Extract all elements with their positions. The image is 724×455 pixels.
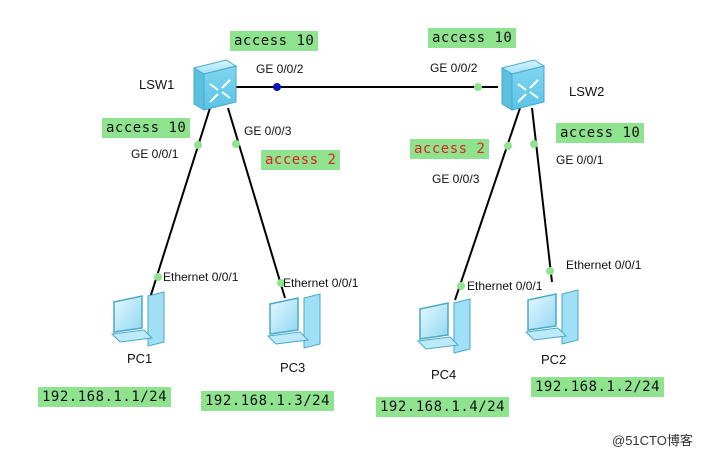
port-dot-lsw1-ge002 [273, 83, 281, 91]
port-label-pc2-eth: Ethernet 0/0/1 [566, 258, 642, 272]
port-label-pc1-eth: Ethernet 0/0/1 [163, 270, 239, 284]
vlan-tag-lsw2-ge001: access 10 [556, 123, 645, 143]
ip-pc3: 192.168.1.3/24 [201, 391, 335, 411]
vlan-tag-trunk-lsw1: access 10 [230, 31, 319, 51]
link-lsw1-pc1[interactable] [149, 107, 211, 299]
vlan-tag-trunk-lsw2: access 10 [428, 28, 517, 48]
port-label-lsw1-ge003: GE 0/0/3 [244, 124, 292, 138]
pc3-icon[interactable] [266, 293, 321, 349]
links [149, 86, 553, 301]
ip-pc4: 192.168.1.4/24 [376, 397, 510, 417]
port-dots [154, 83, 554, 290]
port-dot-pc3-eth [277, 279, 285, 287]
switch-lsw1-icon[interactable] [192, 59, 238, 111]
port-dot-lsw2-ge001 [530, 140, 538, 148]
vlan-tag-lsw1-ge003: access 2 [261, 150, 341, 170]
pc4-icon[interactable] [416, 298, 471, 354]
port-dot-pc2-eth [546, 267, 554, 275]
port-label-lsw2-ge003: GE 0/0/3 [432, 172, 480, 186]
vlan-tag-lsw1-ge001: access 10 [102, 118, 191, 138]
device-label-lsw2: LSW2 [569, 84, 605, 99]
port-label-lsw1-ge001: GE 0/0/1 [131, 147, 179, 161]
port-label-lsw2-ge002: GE 0/0/2 [430, 61, 478, 75]
port-label-lsw2-ge001: GE 0/0/1 [556, 153, 604, 167]
ip-pc2: 192.168.1.2/24 [531, 377, 665, 397]
device-label-pc1: PC1 [127, 351, 153, 366]
watermark: @51CTO博客 [612, 433, 693, 448]
port-dot-lsw1-ge001 [194, 141, 202, 149]
pc1-icon[interactable] [110, 291, 165, 347]
port-dot-lsw2-ge002 [474, 83, 482, 91]
port-dot-pc4-eth [457, 282, 465, 290]
device-label-lsw1: LSW1 [139, 77, 175, 92]
device-label-pc4: PC4 [431, 367, 457, 382]
pc2-icon[interactable] [524, 289, 579, 345]
switch-lsw2-icon[interactable] [500, 59, 546, 111]
port-dot-lsw2-ge003 [504, 142, 512, 150]
port-dot-pc1-eth [154, 273, 162, 281]
device-label-pc3: PC3 [280, 360, 306, 375]
port-label-pc3-eth: Ethernet 0/0/1 [283, 276, 359, 290]
port-label-pc4-eth: Ethernet 0/0/1 [467, 279, 543, 293]
link-lsw2-pc4[interactable] [454, 107, 521, 301]
port-label-lsw1-ge002: GE 0/0/2 [256, 62, 304, 76]
port-dot-lsw1-ge003 [232, 140, 240, 148]
link-lsw2-pc2[interactable] [531, 107, 553, 283]
ip-pc1: 192.168.1.1/24 [38, 387, 172, 407]
device-label-pc2: PC2 [541, 352, 567, 367]
link-lsw1-pc3[interactable] [227, 107, 286, 299]
vlan-tag-lsw2-ge003: access 2 [410, 139, 490, 159]
